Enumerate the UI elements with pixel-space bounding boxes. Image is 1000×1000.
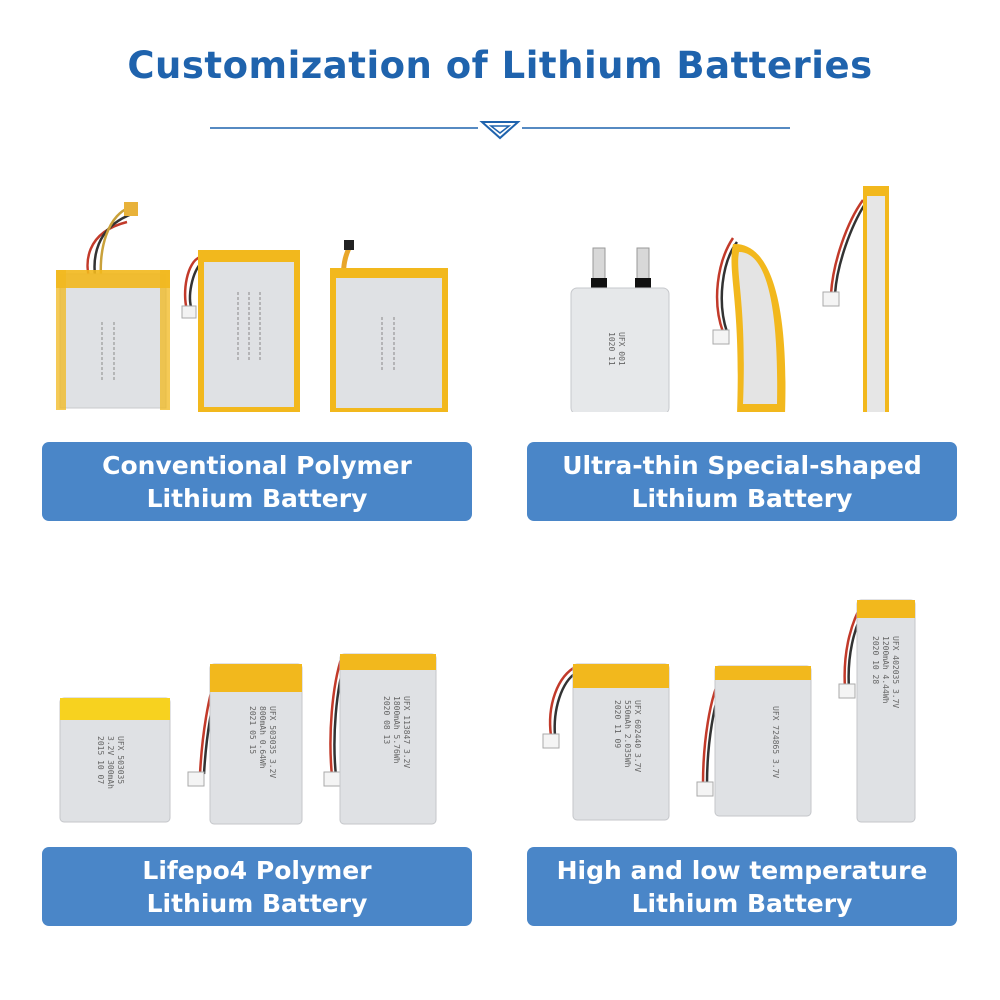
category-label-line2: Lithium Battery (631, 888, 853, 918)
cell-label-text: 3.2V 300mAh (106, 736, 115, 789)
temperature-battery-photos: UFX 602440 3.7V 550mAh 2.035Wh 2020 11 0… (542, 599, 916, 823)
category-label-line1: High and low temperature (556, 855, 928, 885)
cell-label-text: UFX 503035 3.2V (268, 706, 277, 778)
panel-lifepo4: UFX 503035 3.2V 300mAh 2015 10 07 UFX 50… (42, 626, 482, 926)
cell-label-text: UFX 113847 3.2V (402, 696, 411, 768)
category-label-line2: Lithium Battery (146, 483, 368, 513)
conventional-battery-photos (56, 202, 448, 412)
cell-label-text: UFX 001 (617, 332, 626, 366)
ultra-thin-battery-photos: UFX 001 1020 11 (570, 186, 889, 412)
cell-label-text: 1800mAh 5.76Wh (392, 696, 401, 764)
panel-high-low-temperature: UFX 602440 3.7V 550mAh 2.035Wh 2020 11 0… (527, 596, 967, 926)
cell-label-text: UFX 503035 (116, 736, 125, 784)
category-label-line2: Lithium Battery (631, 483, 853, 513)
cell-label-text: 1200mAh 4.44Wh (881, 636, 890, 704)
cell-label-text: 2015 10 07 (96, 736, 105, 784)
category-label-line1: Ultra-thin Special-shaped (562, 450, 922, 480)
battery-photo (56, 202, 170, 410)
category-label-line1: Conventional Polymer (102, 450, 412, 480)
cell-label-text: 2020 11 09 (613, 700, 622, 748)
cell-label-text: UFX 602440 3.7V (633, 700, 642, 772)
cell-label-text: UFX 724865 3.7V (771, 706, 780, 778)
title-divider (210, 121, 790, 140)
cell-label-text: 2020 08 13 (382, 696, 391, 744)
category-label-lifepo4: Lifepo4 Polymer Lithium Battery (42, 847, 472, 926)
category-label-temperature: High and low temperature Lithium Battery (527, 847, 957, 926)
category-label-line1: Lifepo4 Polymer (142, 855, 372, 885)
cell-label-text: 550mAh 2.035Wh (623, 700, 632, 768)
category-label-line2: Lithium Battery (146, 888, 368, 918)
lifepo4-battery-photos: UFX 503035 3.2V 300mAh 2015 10 07 UFX 50… (59, 653, 437, 825)
category-label-conventional: Conventional Polymer Lithium Battery (42, 442, 472, 521)
page-title: Customization of Lithium Batteries (127, 44, 873, 87)
cell-label-text: 1020 11 (607, 332, 616, 366)
cell-label-text: 2020 10 28 (871, 636, 880, 684)
cell-label-text: 800mAh 0.64Wh (258, 706, 267, 769)
panel-ultra-thin: UFX 001 1020 11 Ultra-thin Special-shape… (527, 182, 967, 521)
cell-label-text: 2021 05 15 (248, 706, 257, 754)
cell-label-text: UFX 402035 3.7V (891, 636, 900, 708)
category-label-ultra-thin: Ultra-thin Special-shaped Lithium Batter… (527, 442, 957, 521)
panel-conventional-polymer: Conventional Polymer Lithium Battery (42, 182, 482, 521)
